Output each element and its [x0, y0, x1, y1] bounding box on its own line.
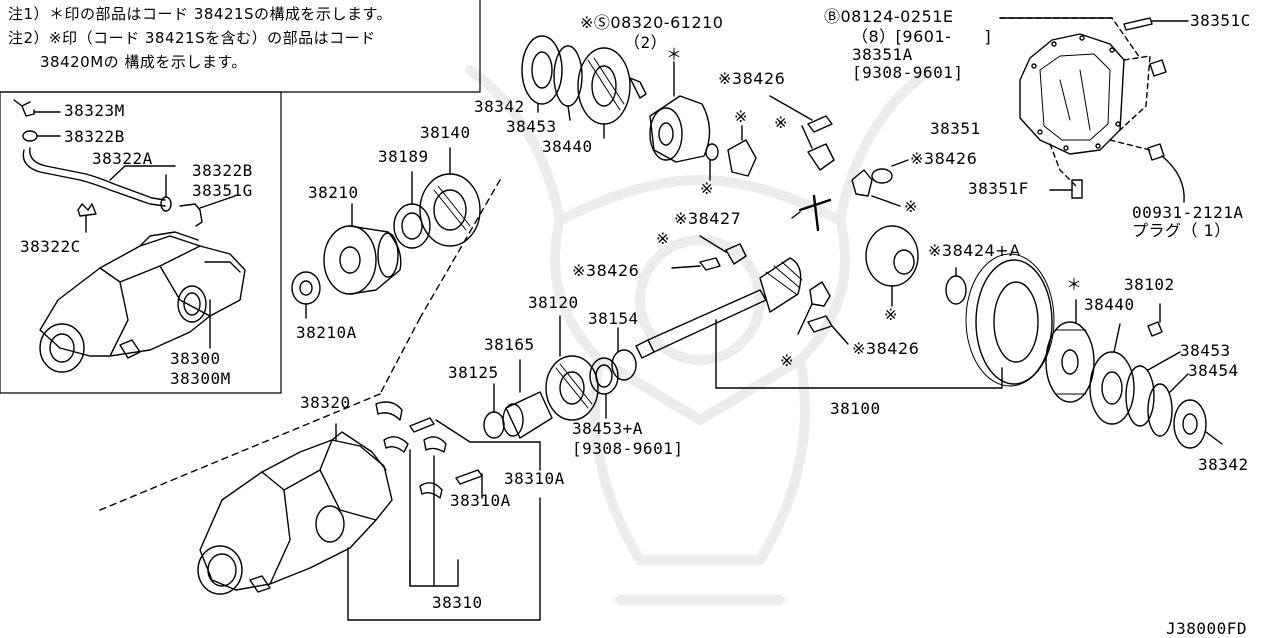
part-label-38120[interactable]: 38120: [528, 293, 579, 312]
part-label-38322C[interactable]: 38322C: [20, 237, 81, 256]
plug-label: プラグ（ 1）: [1132, 221, 1231, 240]
pinion-flange-group: [99, 147, 501, 511]
part-label-38426-c[interactable]: ※38426: [572, 261, 640, 280]
part-label-38310[interactable]: 38310: [432, 593, 483, 612]
ring-gear-group: [715, 253, 1223, 449]
part-label-38102[interactable]: 38102: [1124, 275, 1175, 294]
bolt-quantity: （2）: [624, 33, 668, 52]
part-label-38322B[interactable]: 38322B: [64, 127, 125, 146]
part-label-00931-2121A[interactable]: 00931-2121A: [1132, 203, 1244, 222]
part-label-38323M[interactable]: 38323M: [64, 101, 125, 120]
part-label-38320[interactable]: 38320: [300, 393, 351, 412]
part-label-38342-right[interactable]: 38342: [1198, 455, 1249, 474]
inset-box-border: [0, 91, 282, 394]
samurai-helmet-watermark: [465, 65, 935, 605]
part-label-38426-d[interactable]: ※38426: [852, 339, 920, 358]
part-label-38427[interactable]: ※38427: [674, 209, 742, 228]
mark-g: ※: [884, 305, 898, 324]
mark-a: ※: [734, 107, 748, 126]
part-label-38125[interactable]: 38125: [448, 363, 499, 382]
mark-h: ※: [780, 351, 794, 370]
star-mark-right: ＊: [1066, 275, 1083, 294]
differential-center-group: [521, 35, 967, 345]
part-label-38322B-2[interactable]: 38322B: [192, 161, 253, 180]
part-label-38453A-range: [9308-9601]: [572, 439, 684, 458]
part-label-38453-right[interactable]: 38453: [1180, 341, 1231, 360]
part-label-38210A[interactable]: 38210A: [296, 323, 357, 342]
part-label-bolt-08320-61210[interactable]: ※Ⓢ08320-61210: [580, 13, 724, 32]
part-label-38189[interactable]: 38189: [378, 147, 429, 166]
part-label-38154[interactable]: 38154: [588, 309, 639, 328]
part-label-38351A[interactable]: 38351A: [852, 45, 913, 64]
rear-cover-group: [999, 17, 1189, 203]
star-mark: ＊: [666, 45, 683, 64]
part-label-38453A[interactable]: 38453+A: [572, 419, 643, 438]
part-label-38454[interactable]: 38454: [1188, 361, 1239, 380]
note-1: 注1）＊印の部品はコード 38421Sの構成を示します。: [8, 5, 393, 23]
part-label-38140[interactable]: 38140: [420, 123, 471, 142]
part-label-38453[interactable]: 38453: [506, 117, 557, 136]
part-label-38300M[interactable]: 38300M: [170, 369, 231, 388]
part-label-38310A-b[interactable]: 38310A: [450, 491, 511, 510]
part-label-38310A-a[interactable]: 38310A: [504, 469, 565, 488]
mark-e: ※: [656, 229, 670, 248]
mark-d: ※: [904, 197, 918, 216]
mark-b: ※: [774, 113, 788, 132]
note-3: 38420Mの 構成を示します。: [40, 53, 247, 71]
note-2: 注2）※印（コード 38421Sを含む）の部品はコード: [8, 29, 376, 47]
part-label-38210[interactable]: 38210: [308, 183, 359, 202]
part-label-38351C[interactable]: 38351C: [1190, 11, 1251, 30]
part-label-38165[interactable]: 38165: [484, 335, 535, 354]
carrier-housing-group: [197, 401, 541, 621]
part-label-38351F[interactable]: 38351F: [968, 179, 1029, 198]
part-label-38351[interactable]: 38351: [930, 119, 981, 138]
part-label-38342[interactable]: 38342: [474, 97, 525, 116]
part-label-38322A[interactable]: 38322A: [92, 149, 153, 168]
part-label-38440-right[interactable]: 38440: [1084, 295, 1135, 314]
part-label-38426-b[interactable]: ※38426: [910, 149, 978, 168]
part-label-38351G[interactable]: 38351G: [192, 181, 253, 200]
part-label-38424A[interactable]: ※38424+A: [928, 241, 1021, 260]
part-label-38100[interactable]: 38100: [830, 399, 881, 418]
part-label-bolt-08124-0251E[interactable]: Ⓑ08124-0251E: [824, 7, 954, 26]
bolt-b-quantity: （8）[9601- ]: [852, 27, 992, 46]
part-label-38440[interactable]: 38440: [542, 137, 593, 156]
pinion-shaft-group: [483, 257, 803, 439]
part-label-38351A-range: [9308-9601]: [852, 63, 964, 82]
part-label-38426-a[interactable]: ※38426: [718, 69, 786, 88]
part-label-38300[interactable]: 38300: [170, 349, 221, 368]
inset-parts: [13, 99, 246, 373]
diagram-code: J38000FD: [1166, 619, 1248, 638]
mark-c: ※: [700, 179, 714, 198]
